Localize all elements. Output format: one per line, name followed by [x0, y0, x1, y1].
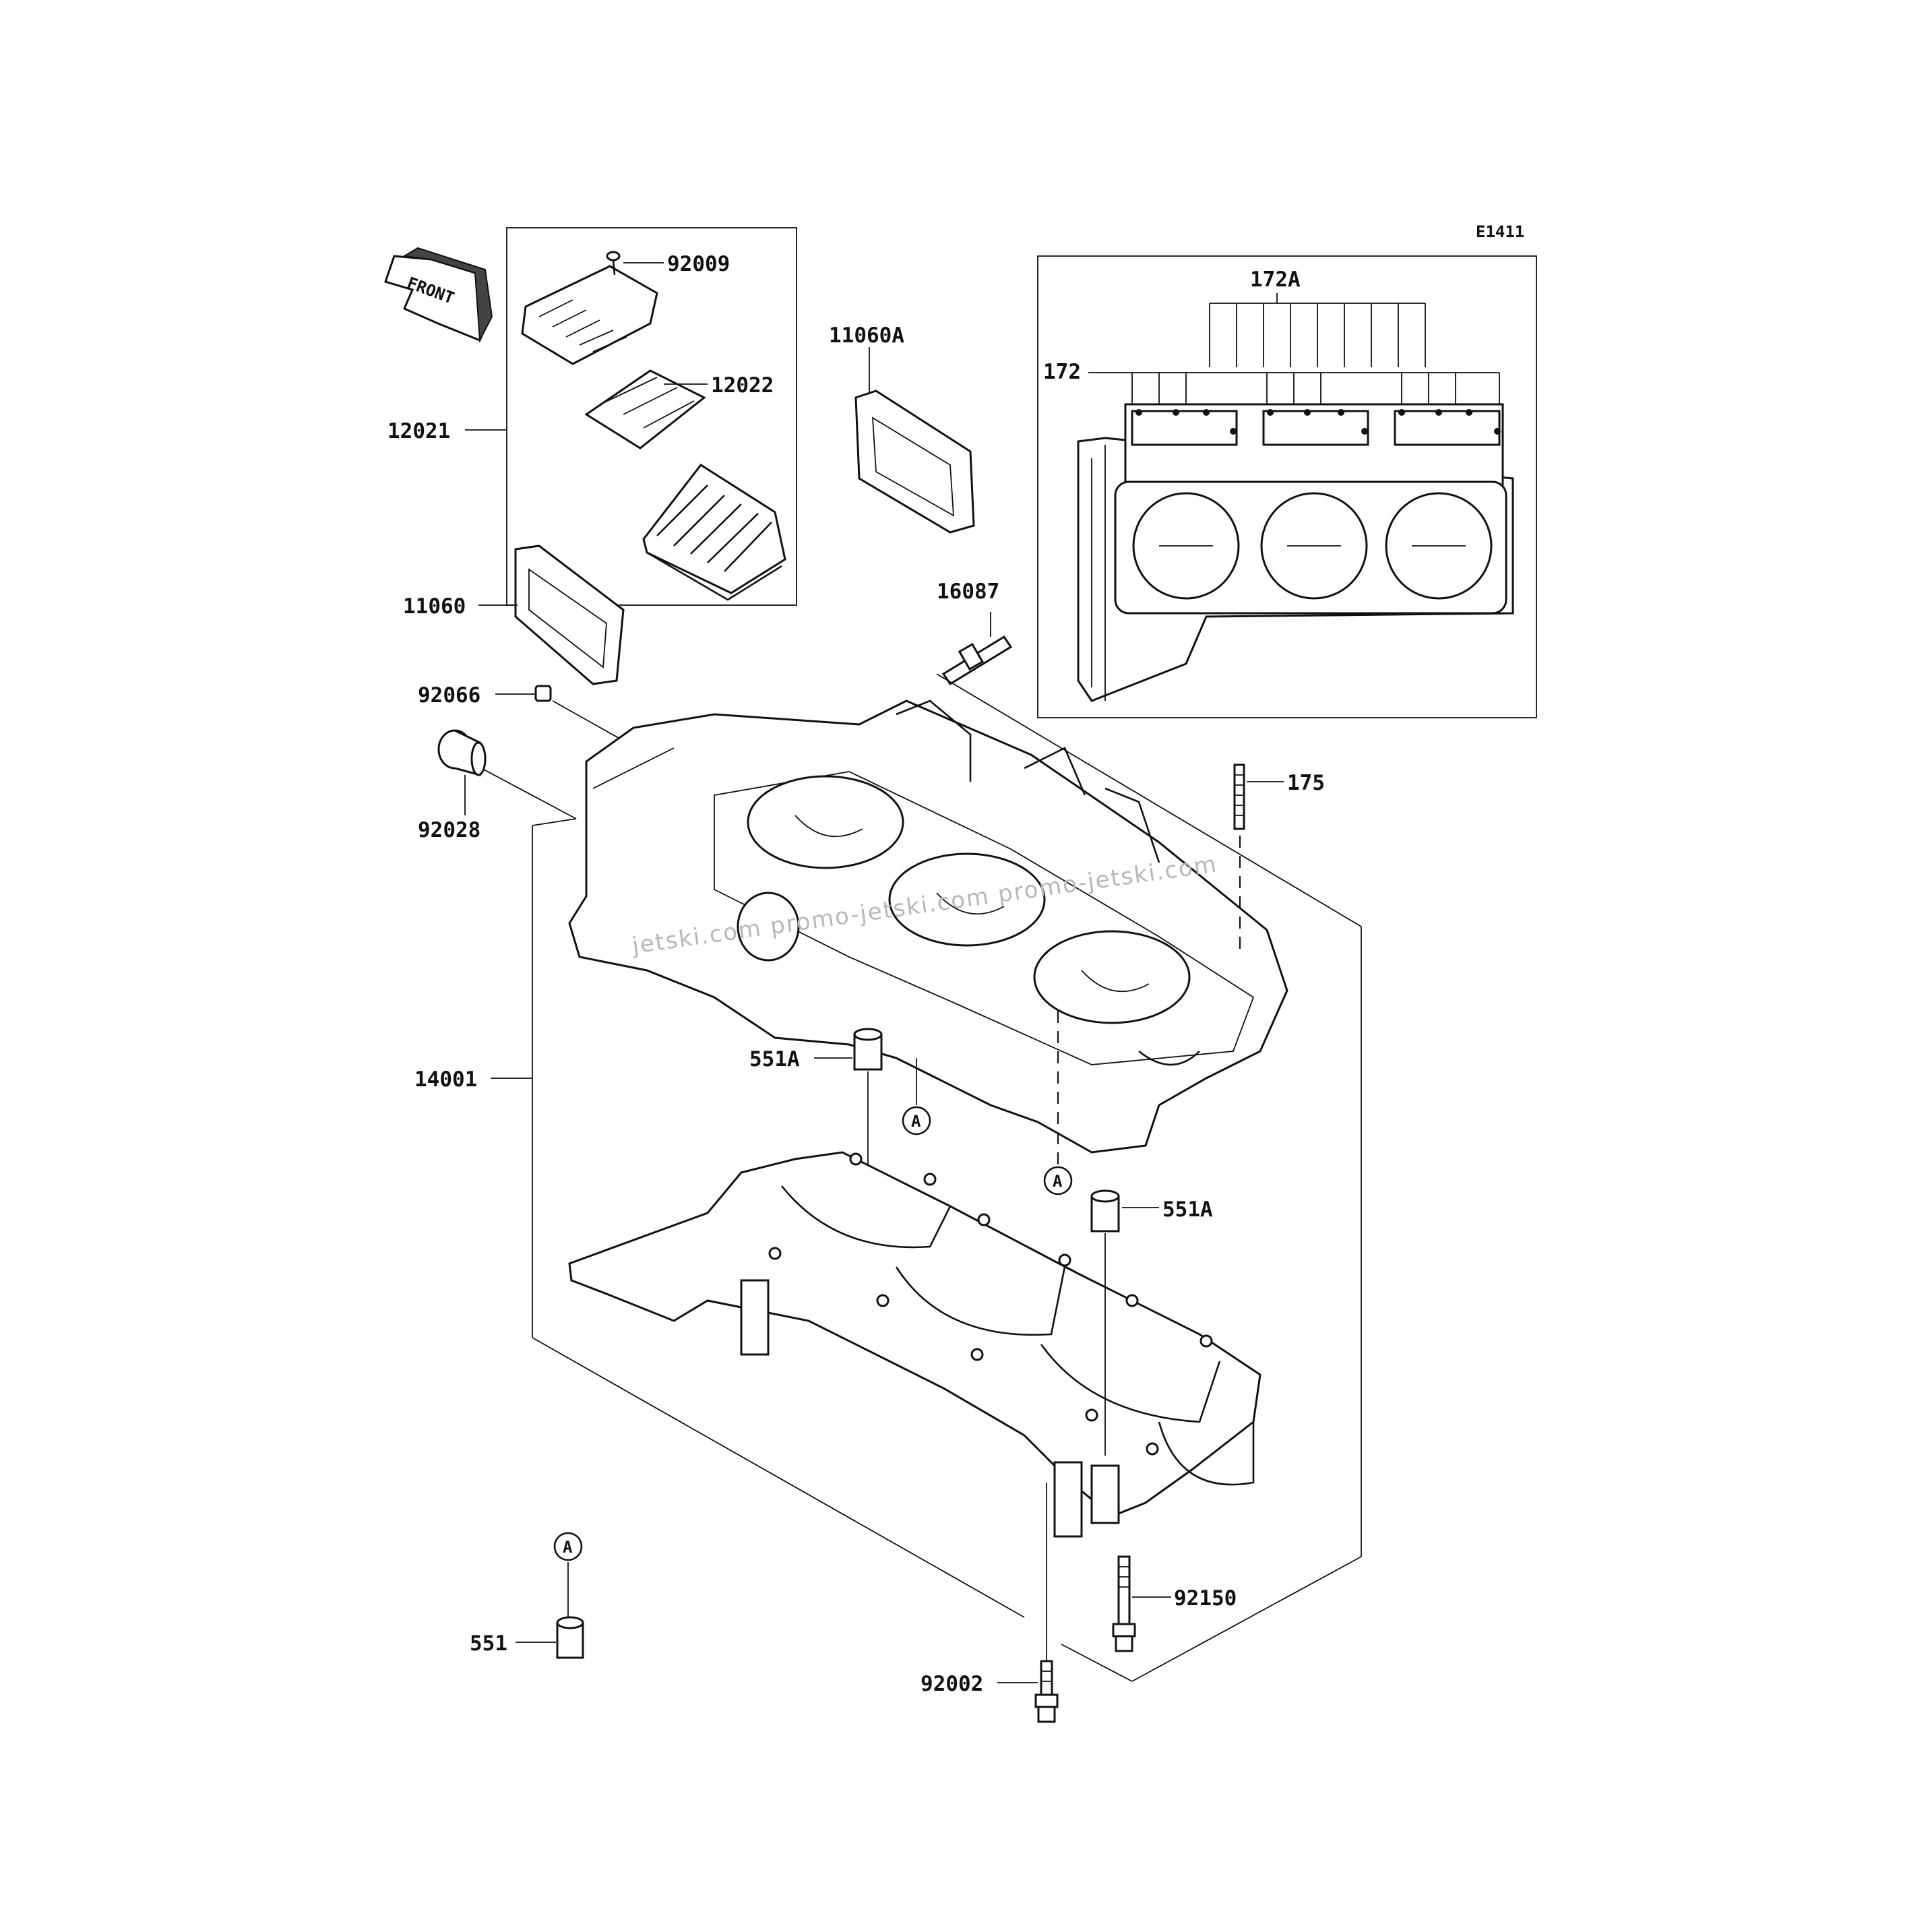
label-172A: 172A	[1250, 268, 1301, 292]
label-551A-upper: 551A	[749, 1047, 800, 1071]
label-92066: 92066	[418, 683, 480, 708]
callout-a-3: A	[553, 1532, 583, 1621]
label-551: 551	[470, 1631, 507, 1656]
label-172: 172	[1043, 360, 1081, 384]
label-175: 175	[1287, 771, 1325, 795]
label-92009: 92009	[667, 252, 730, 276]
inset-cylinder-block: 172A 172	[1037, 255, 1537, 718]
callout-a-2-letter: A	[1053, 1172, 1063, 1191]
fitting-16087[interactable]	[941, 635, 1013, 686]
reed-valve-group: 92009 12022	[506, 227, 797, 606]
bolt-92150[interactable]	[1112, 1555, 1136, 1652]
label-92002: 92002	[921, 1672, 983, 1696]
bolt-92002[interactable]	[1034, 1660, 1059, 1723]
gasket-11060[interactable]	[514, 544, 625, 685]
label-11060: 11060	[403, 594, 466, 619]
label-14001: 14001	[414, 1067, 477, 1092]
front-arrow-icon: FRONT	[384, 247, 493, 343]
crankcase-lower[interactable]	[568, 1151, 1261, 1538]
diagram-code: E1411	[1476, 222, 1524, 241]
label-92028: 92028	[418, 818, 480, 842]
callout-a-1: A	[902, 1058, 931, 1135]
label-12021: 12021	[387, 419, 450, 443]
screw-92009[interactable]	[606, 251, 621, 276]
callout-a-3-letter: A	[563, 1538, 573, 1557]
label-92150: 92150	[1174, 1586, 1237, 1611]
label-11060A: 11060A	[829, 323, 904, 348]
cap-92028[interactable]	[437, 729, 487, 776]
crankcase-upper[interactable]	[568, 699, 1288, 1154]
stud-175[interactable]	[1233, 764, 1245, 830]
label-551A-lower: 551A	[1162, 1197, 1213, 1222]
callout-a-2: A	[1043, 1011, 1073, 1195]
dowel-551A-upper[interactable]	[853, 1028, 883, 1071]
label-12022: 12022	[711, 373, 774, 398]
plug-92066[interactable]	[534, 685, 552, 702]
dowel-551[interactable]	[556, 1616, 584, 1659]
label-16087: 16087	[937, 580, 999, 604]
callout-a-1-letter: A	[911, 1112, 921, 1131]
gasket-11060A[interactable]	[854, 389, 975, 534]
dowel-551A-lower[interactable]	[1090, 1189, 1120, 1233]
